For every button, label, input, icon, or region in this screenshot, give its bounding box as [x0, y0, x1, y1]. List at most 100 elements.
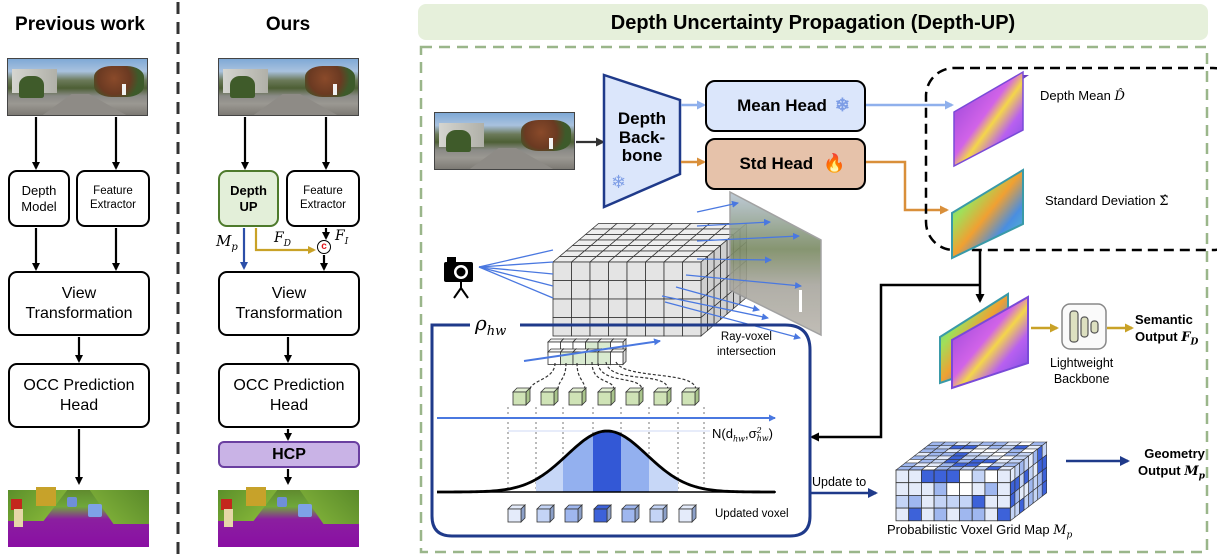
voxel-front-face: [571, 261, 591, 281]
stacked-mean-map: [951, 295, 1029, 390]
grid-front-cell: [895, 494, 910, 509]
geometry-output-label: Geometry Output Mp: [1138, 446, 1205, 482]
occupancy-output-previous: [8, 485, 149, 547]
std-dev-map: [951, 168, 1024, 260]
uncertainty-output-group: [924, 66, 1217, 252]
hcp-label: HCP: [272, 445, 306, 463]
grid-front-cell: [933, 507, 948, 522]
voxel-front-face: [663, 261, 683, 281]
depth-mean-label: Depth Mean D̂: [1040, 88, 1125, 104]
mean-head-frozen-snowflake-icon: ❄: [834, 95, 850, 116]
grid-front-cell: [984, 494, 999, 509]
grid-front-cell: [933, 482, 948, 496]
voxel-front-face: [682, 317, 702, 337]
voxel-front-face: [608, 280, 628, 300]
projected-image-plane: [729, 190, 822, 337]
voxel-front-face: [552, 280, 572, 300]
frustum-voxel-grid: [551, 222, 748, 337]
grid-front-cell: [984, 507, 999, 522]
std-head-box: Std Head 🔥: [705, 138, 866, 190]
voxel-front-face: [645, 280, 665, 300]
view-transformation-ours-line1: View: [271, 285, 307, 303]
grid-front-cell: [921, 469, 935, 484]
voxel-front-face: [552, 317, 572, 337]
depth-backbone-line1: Depth: [617, 109, 667, 128]
updated-voxel: [621, 504, 640, 523]
mp-label: Mp: [216, 232, 238, 253]
updated-voxel-label: Updated voxel: [715, 508, 789, 520]
grid-front-cell: [921, 494, 935, 509]
concat-symbol: c: [321, 241, 327, 252]
image-plane-pole: [799, 290, 802, 312]
voxel-front-face: [589, 280, 609, 300]
voxel-front-face: [589, 261, 609, 281]
grid-front-cell: [908, 469, 922, 484]
green-voxel: [625, 387, 644, 406]
probabilistic-voxel-grid-map: [895, 441, 1048, 522]
grid-front-cell: [946, 469, 960, 484]
input-image-depth-up: [434, 112, 575, 170]
feature-extractor-line1: Feature: [93, 184, 133, 197]
fi-label: FI: [335, 228, 349, 247]
hcp-box: HCP: [218, 441, 360, 468]
view-transformation-line1: View: [61, 285, 97, 303]
grid-front-cell: [921, 507, 935, 522]
arrow-std-head-to-std-dev: [866, 160, 949, 215]
grid-front-cell: [895, 469, 910, 484]
input-image-ours: [218, 58, 359, 116]
voxel-front-face: [571, 280, 591, 300]
occ-head-ours-line2: Head: [269, 396, 309, 414]
grid-front-cell: [908, 494, 922, 509]
depth-backbone-label: Depth Back- bone: [604, 109, 680, 166]
ours-title: Ours: [265, 14, 311, 35]
voxel-front-face: [663, 280, 683, 300]
grid-front-cell: [921, 482, 935, 496]
arrow-fd-gold: [254, 228, 316, 254]
semantic-output-label: Semantic Output FD: [1135, 312, 1199, 348]
depth-up-outer-border: [419, 45, 1209, 554]
backbone-frozen-snowflake-icon: ❄: [611, 172, 627, 192]
voxel-front-face: [626, 317, 646, 337]
feature-extractor-ours-line2: Extractor: [299, 198, 346, 211]
feature-extractor-ours-line1: Feature: [303, 184, 343, 197]
updated-voxel: [678, 504, 697, 523]
mean-head-label: Mean Head: [737, 95, 827, 115]
geometry-line1: Geometry: [1144, 446, 1205, 461]
arrow-feedback-to-gaussian: [810, 283, 980, 442]
semantic-line1: Semantic: [1135, 312, 1193, 327]
voxel-front-face: [571, 317, 591, 337]
voxel-front-face: [608, 317, 628, 337]
depth-model-label-line1: Depth: [21, 182, 57, 198]
green-voxel: [597, 387, 616, 406]
lightweight-line1: Lightweight: [1050, 356, 1114, 370]
updated-voxel: [593, 504, 612, 523]
voxel-front-face: [663, 298, 683, 318]
grid-front-cell: [971, 494, 986, 509]
ray-voxel-line2: intersection: [717, 345, 776, 358]
std-head-label: Std Head: [739, 153, 814, 173]
green-voxel: [540, 387, 559, 406]
voxel-front-face: [645, 317, 665, 337]
depth-backbone-line3: bone: [621, 146, 663, 166]
flow-arrows-left: [32, 117, 330, 485]
grid-front-cell: [946, 507, 960, 522]
grid-front-cell: [946, 482, 960, 496]
grid-front-cell: [959, 469, 973, 484]
green-voxel: [512, 387, 531, 406]
grid-front-cell: [984, 482, 999, 496]
updated-voxel-row: [507, 504, 697, 523]
grid-front-cell: [997, 507, 1011, 522]
green-voxel: [681, 387, 700, 406]
green-voxel: [568, 387, 587, 406]
occ-head-ours-line1: OCC Prediction: [233, 377, 345, 395]
std-head-trainable-fire-icon: 🔥: [823, 153, 846, 174]
occ-head-line2: Head: [59, 396, 99, 414]
voxel-front-face: [552, 298, 572, 318]
